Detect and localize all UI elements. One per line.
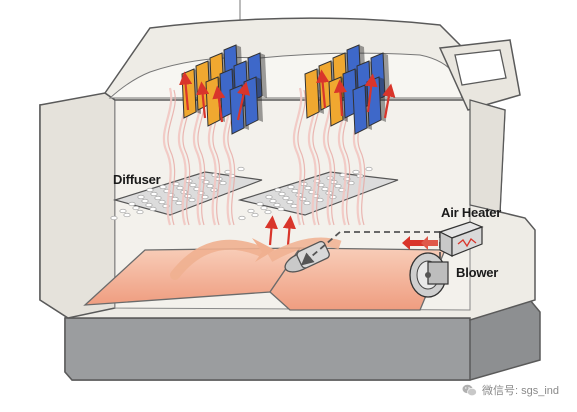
- diffuser-hole: [352, 169, 360, 175]
- mist-streams: [162, 87, 366, 226]
- diffuser-hole: [277, 206, 285, 212]
- diffuser-hole: [149, 206, 157, 212]
- diffuser-hole: [247, 208, 255, 214]
- diffuser-hole: [274, 187, 282, 193]
- watermark-text: 微信号: sgs_ind: [481, 385, 559, 397]
- diffuser-hole: [150, 191, 158, 197]
- blower-fan: [409, 252, 449, 298]
- red-arrow: [212, 85, 226, 123]
- red-arrow: [179, 71, 193, 111]
- heater-arrows: [402, 236, 438, 250]
- red-arrows: [179, 69, 396, 246]
- panel-face: [352, 84, 368, 135]
- diffuser-hole: [128, 201, 136, 207]
- diffuser-hole: [176, 185, 184, 191]
- diffuser-hole: [141, 198, 149, 204]
- diffuser-hole: [154, 195, 162, 201]
- diffuser-hole: [219, 180, 227, 186]
- diffuser-hole: [273, 202, 281, 208]
- red-arrow: [364, 73, 378, 113]
- red-arrow: [264, 215, 279, 246]
- diffuser-hole: [334, 183, 342, 189]
- panel-edge: [260, 53, 267, 98]
- mist-stream: [167, 89, 176, 226]
- air-heater: [438, 221, 484, 257]
- blower-label: Blower: [456, 265, 499, 280]
- panel-face: [229, 84, 245, 135]
- diffuser-hole: [304, 185, 312, 191]
- diffuser-hole: [269, 198, 277, 204]
- diffuser-hole: [110, 215, 118, 221]
- diffuser-hole: [206, 183, 214, 189]
- diffuser-hole: [291, 188, 299, 194]
- diffuser-hole: [123, 212, 131, 218]
- red-arrow: [196, 81, 210, 119]
- diffuser-hole: [286, 199, 294, 205]
- diffuser-hole: [158, 199, 166, 205]
- diffuser-hole: [188, 197, 196, 203]
- mist-stream: [292, 87, 303, 226]
- panel-face: [243, 76, 259, 127]
- red-arrow: [316, 69, 330, 109]
- diffuser-hole: [303, 200, 311, 206]
- red-arrow: [382, 83, 396, 119]
- test-panel: [243, 76, 263, 127]
- diffuser-hole: [189, 182, 197, 188]
- diffuser-hole: [265, 194, 273, 200]
- diffuser-hole: [175, 200, 183, 206]
- diffuser-hole: [290, 203, 298, 209]
- air-heater-label: Air Heater: [441, 205, 502, 220]
- diffuser-hole: [256, 201, 264, 207]
- panel-face: [181, 68, 197, 119]
- diffuser-hole: [145, 202, 153, 208]
- diffuser-hole: [237, 166, 245, 172]
- diffuser-hole: [365, 166, 373, 172]
- diffuser-hole: [159, 184, 167, 190]
- diffuser-hole: [287, 184, 295, 190]
- panel-face: [304, 68, 320, 119]
- diffuser-hole: [238, 215, 246, 221]
- diffuser-hole: [136, 209, 144, 215]
- mist-stream: [297, 89, 306, 226]
- panel-face: [205, 76, 221, 127]
- diffuser-hole: [132, 205, 140, 211]
- panel-edge: [256, 77, 263, 122]
- diffuser-holes: [110, 166, 373, 221]
- cabinet-base: [64, 299, 541, 381]
- diffuser-hole: [264, 209, 272, 215]
- mist-stream: [162, 87, 173, 226]
- red-arrow: [282, 215, 297, 246]
- diffuser-hole: [119, 208, 127, 214]
- watermark: 微信号: sgs_ind: [462, 382, 559, 398]
- diffuser-hole: [282, 195, 290, 201]
- diffuser-hole: [278, 191, 286, 197]
- diffuser-hole: [299, 196, 307, 202]
- wechat-icon: [462, 384, 477, 397]
- diffuser-hole: [146, 187, 154, 193]
- diffuser-hole: [260, 205, 268, 211]
- red-arrow: [236, 81, 251, 121]
- diffuser-label: Diffuser: [113, 172, 161, 187]
- diffuser-hole: [137, 194, 145, 200]
- diffuser-hole: [251, 212, 259, 218]
- diffuser-hole: [321, 186, 329, 192]
- red-arrow: [333, 79, 348, 117]
- flow-arrows: [170, 237, 342, 280]
